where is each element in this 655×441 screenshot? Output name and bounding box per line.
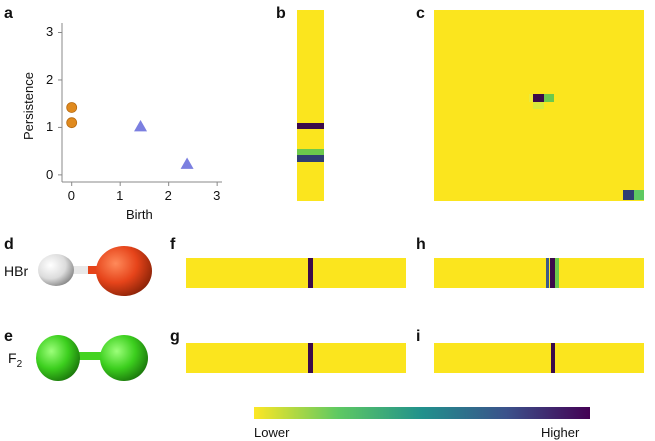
heatmap-strip-h [434,258,644,288]
heatmap-band [297,122,324,130]
colorbar [254,407,590,419]
x-tick-label: 0 [67,188,75,203]
heatmap-cell [533,101,544,110]
heatmap-band [549,258,556,288]
heatmap-cell [543,94,555,102]
colorbar-high-label: Higher [541,425,580,440]
scatter-point-triangle [134,119,148,132]
y-tick-label: 1 [46,119,54,135]
heatmap-band [546,258,550,288]
heatmap-band [297,149,324,156]
heatmap-band [550,343,556,373]
y-tick-label: 3 [46,24,54,40]
panel-label-h: h [416,236,426,253]
panel-label-g: g [170,328,180,345]
heatmap-strip-b [297,10,324,201]
panel-label-c: c [416,5,425,22]
heatmap-cell [623,189,634,201]
scatter-point-circle [66,102,78,113]
panel-label-b: b [276,5,286,22]
panel-label-a: a [4,5,13,22]
heatmap-square-c [434,10,644,201]
x-tick-label: 1 [116,188,124,203]
heatmap-band [308,258,314,288]
x-tick-label: 2 [164,188,172,203]
scatter-point-triangle [180,157,194,169]
heatmap-band [308,343,314,373]
heatmap-cell [533,94,544,102]
heatmap-strip-f [186,258,406,288]
f2-label: F2 [8,350,23,370]
y-tick-label: 2 [46,71,54,87]
panel-label-f: f [170,236,176,253]
x-tick-label: 3 [213,188,221,203]
heatmap-cell [633,189,644,201]
panel-label-i: i [416,328,421,345]
heatmap-strip-g [186,343,406,373]
hbr-label: HBr [4,263,29,279]
heatmap-band [555,258,559,288]
y-tick-label: 0 [46,166,54,182]
x-axis-label: Birth [126,207,153,222]
heatmap-cell [528,94,534,102]
heatmap-strip-i [434,343,644,373]
panel-label-e: e [4,328,13,345]
colorbar-low-label: Lower [254,425,290,440]
heatmap-band [297,155,324,162]
scatter-point-circle [66,117,78,129]
panel-label-d: d [4,236,14,253]
